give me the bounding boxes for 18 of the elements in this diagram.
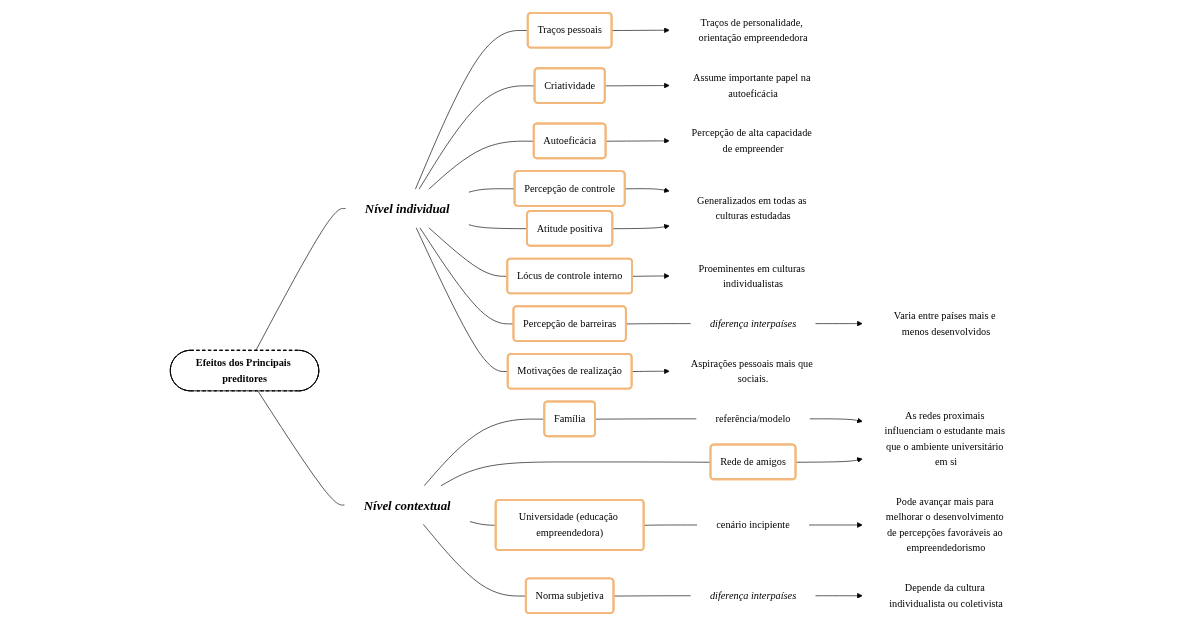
node-text: Varia entre países mais e menos desenvolvidos bbox=[893, 310, 996, 337]
node-text: cenário incipiente bbox=[716, 519, 790, 531]
node-text: Pode avançar mais para melhorar o desenvolvimento de percepções favoráveis ao empreendedorismo bbox=[885, 496, 1004, 554]
node-text: Depende da cultura individualista ou coletivista bbox=[889, 582, 1003, 609]
node-text: Nível contextual bbox=[363, 497, 451, 513]
node-text: Traços de personalidade, orientação empreendedora bbox=[698, 16, 808, 44]
node-text: Proeminentes em culturas individualistas bbox=[698, 262, 805, 289]
node-text: diferença interpaíses bbox=[709, 589, 797, 601]
node-text: As redes proximais influenciam o estudante mais que o ambiente universitário em si bbox=[884, 409, 1005, 468]
node-text: Aspirações pessoais mais que sociais. bbox=[690, 357, 813, 385]
node-text: Assume importante papel na autoeficácia bbox=[692, 72, 811, 99]
node-text: diferença interpaíses bbox=[709, 317, 797, 329]
node-text: referência/modelo bbox=[715, 413, 791, 424]
connector bbox=[257, 390, 345, 506]
node-text: Percepção de alta capacidade de empreender bbox=[691, 127, 812, 154]
node-text: Nível individual bbox=[364, 201, 450, 216]
node-text: Generalizados em todas as culturas estudadas bbox=[697, 194, 807, 222]
connector bbox=[255, 208, 346, 351]
